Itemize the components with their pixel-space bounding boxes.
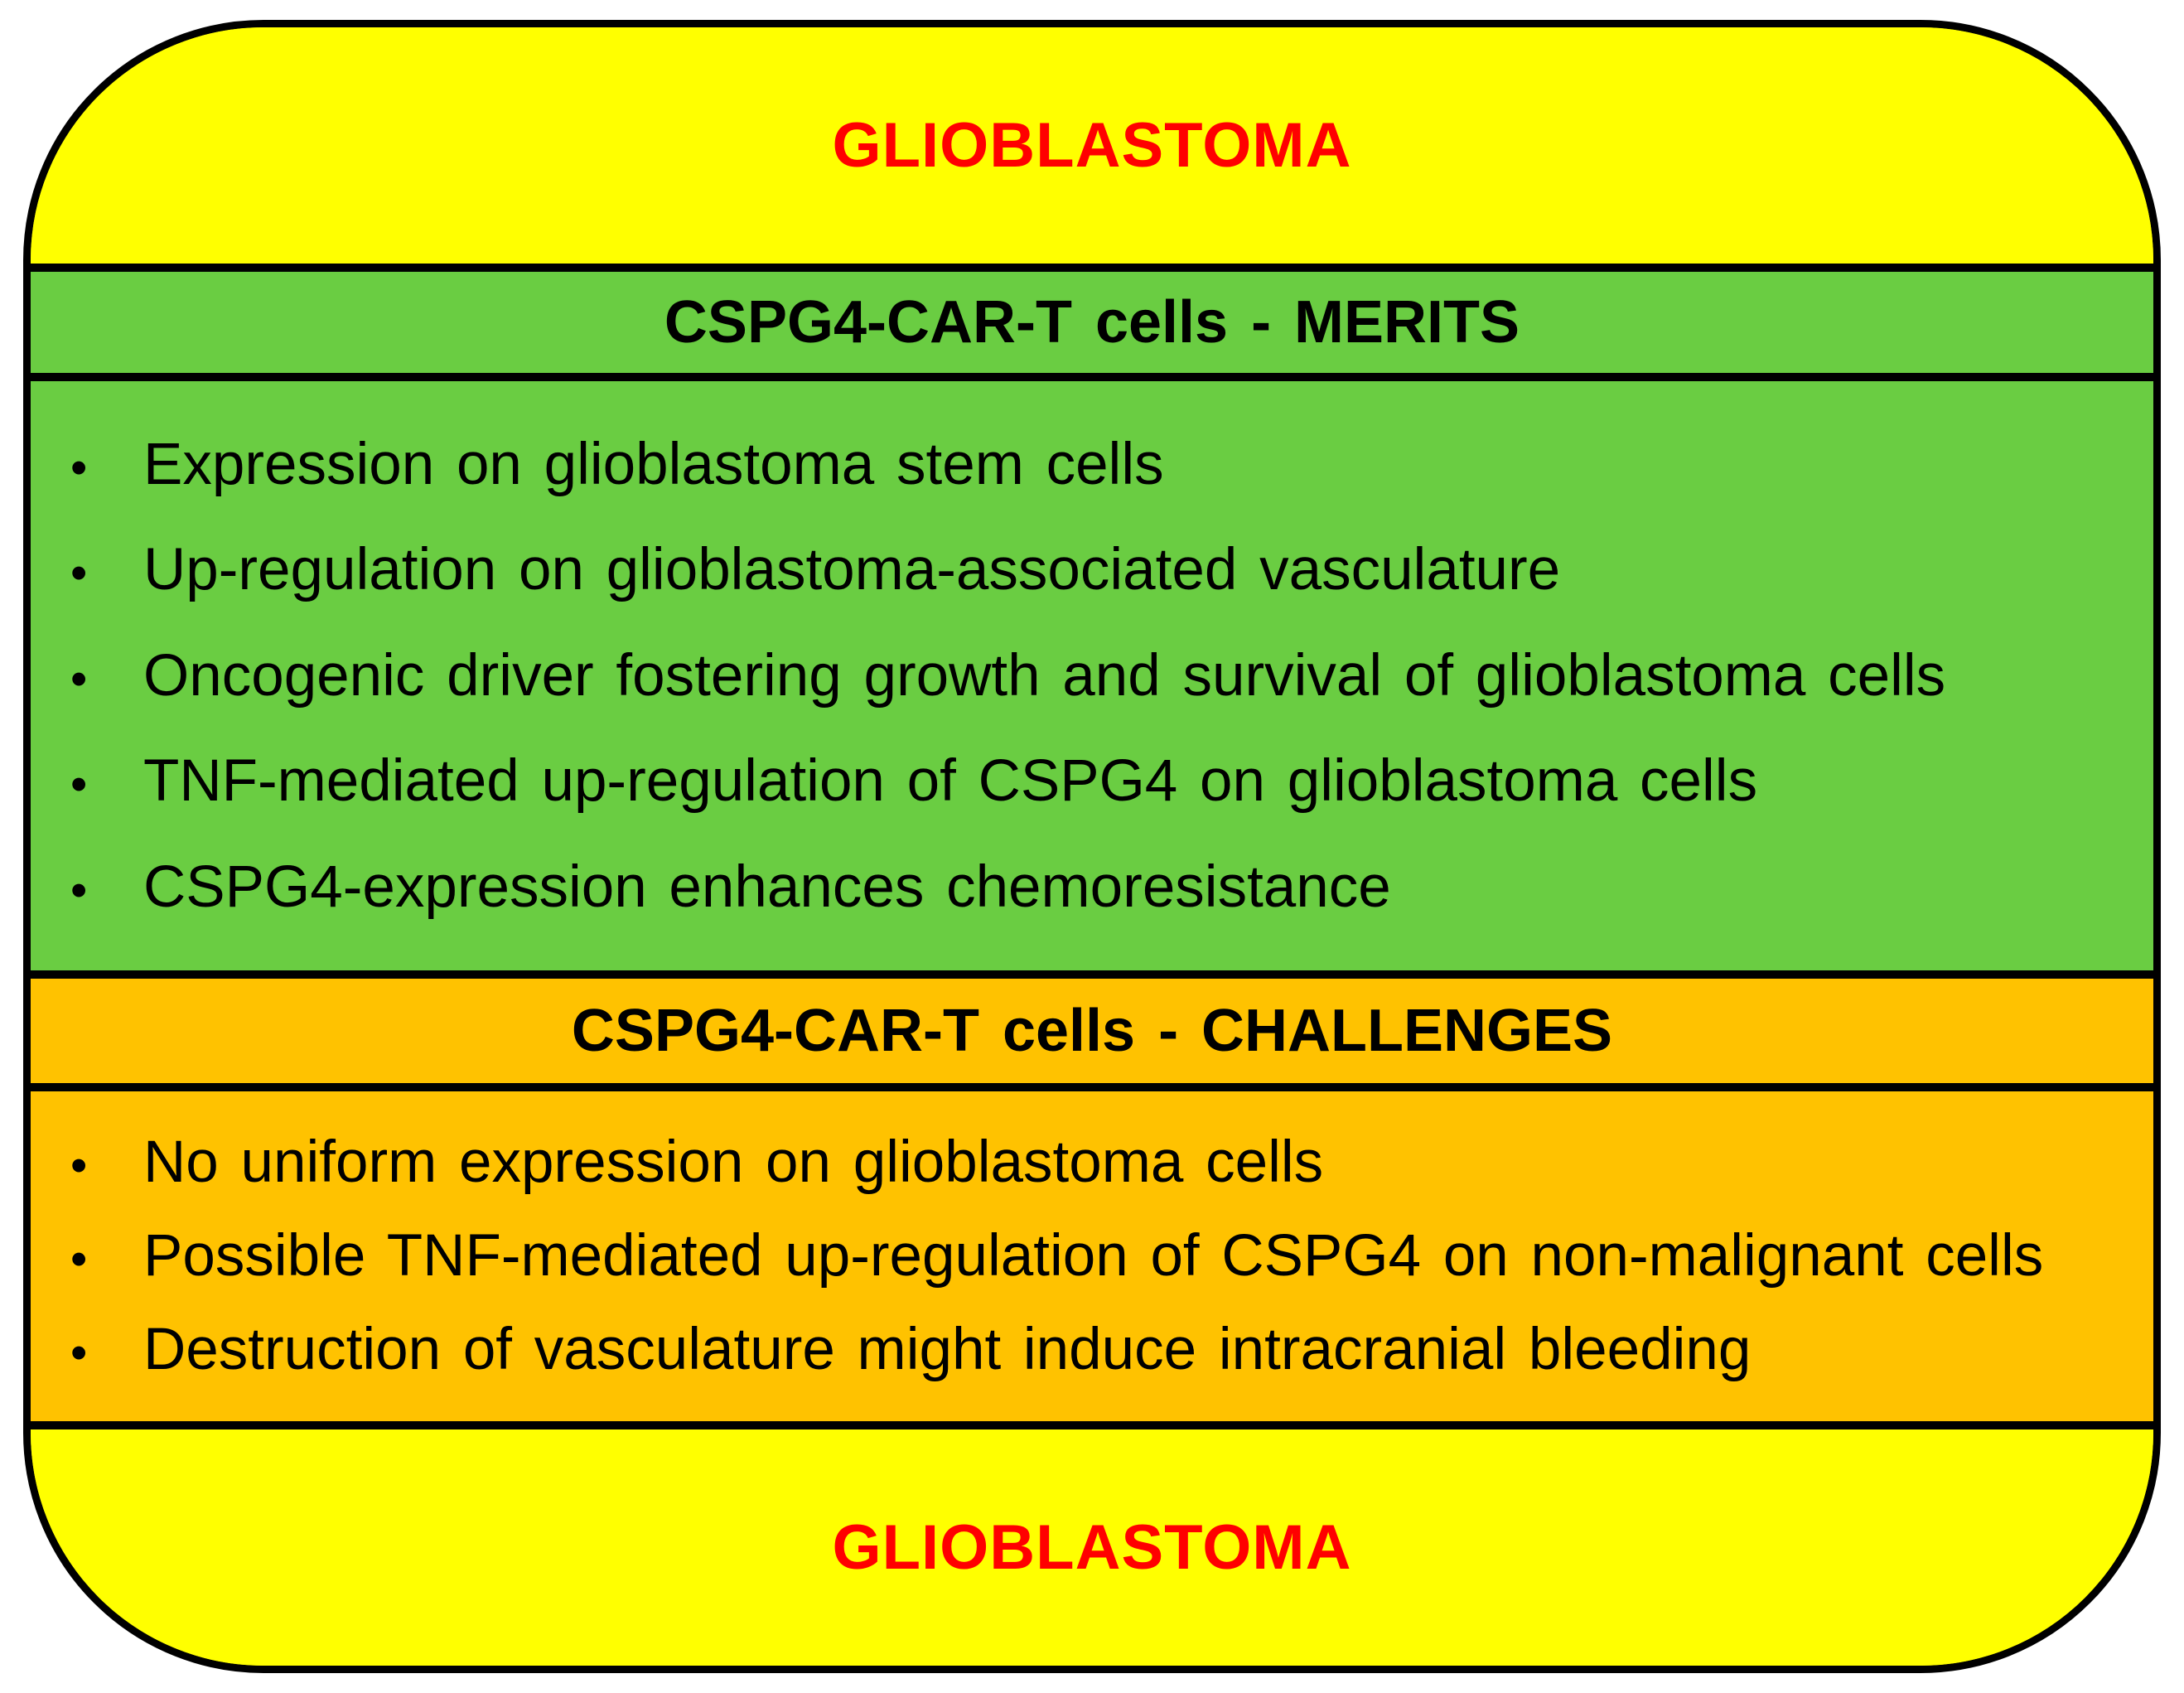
glioblastoma-bottom-band: GLIOBLASTOMA [31, 1429, 2153, 1666]
list-item: • Expression on glioblastoma stem cells [70, 431, 2120, 499]
bullet-icon: • [70, 440, 88, 495]
challenges-header-label: CSPG4-CAR-T cells - CHALLENGES [571, 998, 1613, 1064]
list-item: • Possible TNF-mediated up-regulation of… [70, 1222, 2120, 1290]
list-item: • CSPG4-expression enhances chemoresista… [70, 854, 2120, 921]
glioblastoma-bottom-label: GLIOBLASTOMA [832, 1512, 1352, 1583]
glioblastoma-panel: GLIOBLASTOMA CSPG4-CAR-T cells - MERITS … [23, 20, 2161, 1673]
divider [31, 373, 2153, 381]
divider [31, 1421, 2153, 1429]
glioblastoma-top-label: GLIOBLASTOMA [832, 110, 1352, 181]
list-item: • No uniform expression on glioblastoma … [70, 1129, 2120, 1197]
divider [31, 1083, 2153, 1091]
bullet-icon: • [70, 1232, 88, 1287]
merits-header-label: CSPG4-CAR-T cells - MERITS [664, 289, 1520, 356]
bullet-icon: • [70, 1326, 88, 1381]
bullet-icon: • [70, 757, 88, 812]
list-item: • Oncogenic driver fostering growth and … [70, 642, 2120, 710]
list-item: • Up-regulation on glioblastoma-associat… [70, 536, 2120, 604]
bullet-icon: • [70, 863, 88, 917]
divider [31, 264, 2153, 272]
bullet-icon: • [70, 546, 88, 601]
glioblastoma-top-band: GLIOBLASTOMA [31, 27, 2153, 264]
merit-item-text: CSPG4-expression enhances chemoresistanc… [143, 854, 1391, 920]
bullet-icon: • [70, 651, 88, 706]
merit-item-text: Oncogenic driver fostering growth and su… [143, 642, 1946, 709]
divider [31, 970, 2153, 979]
merits-list: • Expression on glioblastoma stem cells … [31, 381, 2153, 970]
challenge-item-text: Possible TNF-mediated up-regulation of C… [143, 1223, 2044, 1289]
list-item: • Destruction of vasculature might induc… [70, 1316, 2120, 1384]
merits-header: CSPG4-CAR-T cells - MERITS [31, 272, 2153, 373]
challenge-item-text: No uniform expression on glioblastoma ce… [143, 1129, 1324, 1196]
list-item: • TNF-mediated up-regulation of CSPG4 on… [70, 747, 2120, 815]
bullet-icon: • [70, 1139, 88, 1193]
challenge-item-text: Destruction of vasculature might induce … [143, 1317, 1752, 1383]
merit-item-text: Expression on glioblastoma stem cells [143, 431, 1164, 497]
challenges-list: • No uniform expression on glioblastoma … [31, 1091, 2153, 1421]
merit-item-text: TNF-mediated up-regulation of CSPG4 on g… [143, 748, 1758, 815]
challenges-header: CSPG4-CAR-T cells - CHALLENGES [31, 979, 2153, 1083]
merit-item-text: Up-regulation on glioblastoma-associated… [143, 537, 1561, 603]
